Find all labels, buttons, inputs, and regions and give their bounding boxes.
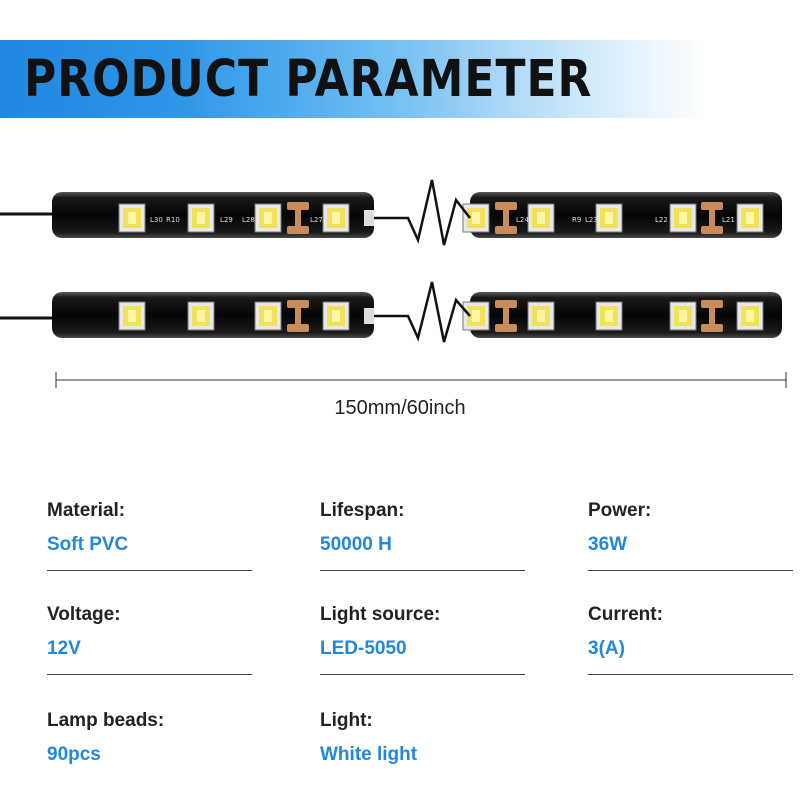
led-chip <box>736 203 764 233</box>
led-code: L29 <box>220 216 233 224</box>
led-chip <box>527 203 555 233</box>
led-code-labels: L30 R10 L29 L28 L27 L24 R9 L23 L22 L21 <box>150 216 735 224</box>
led-code: L27 <box>310 216 323 224</box>
led-code: L30 <box>150 216 163 224</box>
led-strip-2 <box>0 281 782 343</box>
spec-voltage: Voltage: 12V <box>47 604 252 675</box>
dimension-line <box>55 372 787 388</box>
led-code: L22 <box>655 216 668 224</box>
led-chip <box>118 301 146 331</box>
led-code: R9 <box>572 216 581 224</box>
dimension-label: 150mm/60inch <box>334 397 466 419</box>
led-code: R10 <box>166 216 180 224</box>
divider <box>320 674 525 675</box>
spec-lamp-beads: Lamp beads: 90pcs <box>47 710 252 770</box>
led-chip <box>322 203 350 233</box>
spec-value: 50000 H <box>320 534 392 555</box>
led-chip <box>462 301 490 331</box>
spec-material: Material: Soft PVC <box>47 500 252 571</box>
title-banner <box>0 40 800 118</box>
led-chip <box>595 203 623 233</box>
spec-value: White light <box>320 744 418 765</box>
spec-value: 12V <box>47 638 81 659</box>
spec-label: Light: <box>320 710 373 731</box>
divider <box>47 674 252 675</box>
spec-value: Soft PVC <box>47 534 129 555</box>
spec-power: Power: 36W <box>588 500 793 571</box>
spec-light: Light: White light <box>320 710 525 770</box>
spec-label: Power: <box>588 500 652 521</box>
led-code: L24 <box>516 216 529 224</box>
strip-end-cap <box>364 210 374 226</box>
spec-label: Material: <box>47 500 126 521</box>
spec-value: 3(A) <box>588 638 625 659</box>
led-chip <box>187 203 215 233</box>
spec-label: Voltage: <box>47 604 121 625</box>
led-chip <box>669 203 697 233</box>
divider <box>588 570 793 571</box>
spec-light-source: Light source: LED-5050 <box>320 604 525 675</box>
divider <box>588 674 793 675</box>
spec-lifespan: Lifespan: 50000 H <box>320 500 525 571</box>
spec-label: Lifespan: <box>320 500 405 521</box>
led-strip-illustration: L30 R10 L29 L28 L27 L24 R9 L23 L22 L21 <box>0 179 787 388</box>
break-symbol <box>374 179 471 246</box>
break-symbol <box>374 281 471 343</box>
led-chip <box>187 301 215 331</box>
spec-current: Current: 3(A) <box>588 604 793 675</box>
led-chip <box>254 203 282 233</box>
strip-right-segment <box>470 292 782 338</box>
spec-label: Light source: <box>320 604 441 625</box>
led-chip <box>254 301 282 331</box>
spec-label: Current: <box>588 604 663 625</box>
led-strip-1 <box>0 179 782 246</box>
divider <box>47 570 252 571</box>
spec-value: 36W <box>588 534 628 555</box>
led-chip <box>462 203 490 233</box>
led-chip <box>736 301 764 331</box>
spec-label: Lamp beads: <box>47 710 165 731</box>
strip-end-cap <box>364 308 374 324</box>
spec-value: LED-5050 <box>320 638 407 659</box>
led-code: L23 <box>585 216 598 224</box>
page-title: PRODUCT PARAMETER <box>24 50 593 109</box>
led-chip <box>322 301 350 331</box>
led-chip <box>595 301 623 331</box>
led-code: L21 <box>722 216 735 224</box>
led-chip <box>527 301 555 331</box>
divider <box>320 570 525 571</box>
led-chip <box>669 301 697 331</box>
spec-value: 90pcs <box>47 744 101 765</box>
led-chip <box>118 203 146 233</box>
led-code: L28 <box>242 216 255 224</box>
